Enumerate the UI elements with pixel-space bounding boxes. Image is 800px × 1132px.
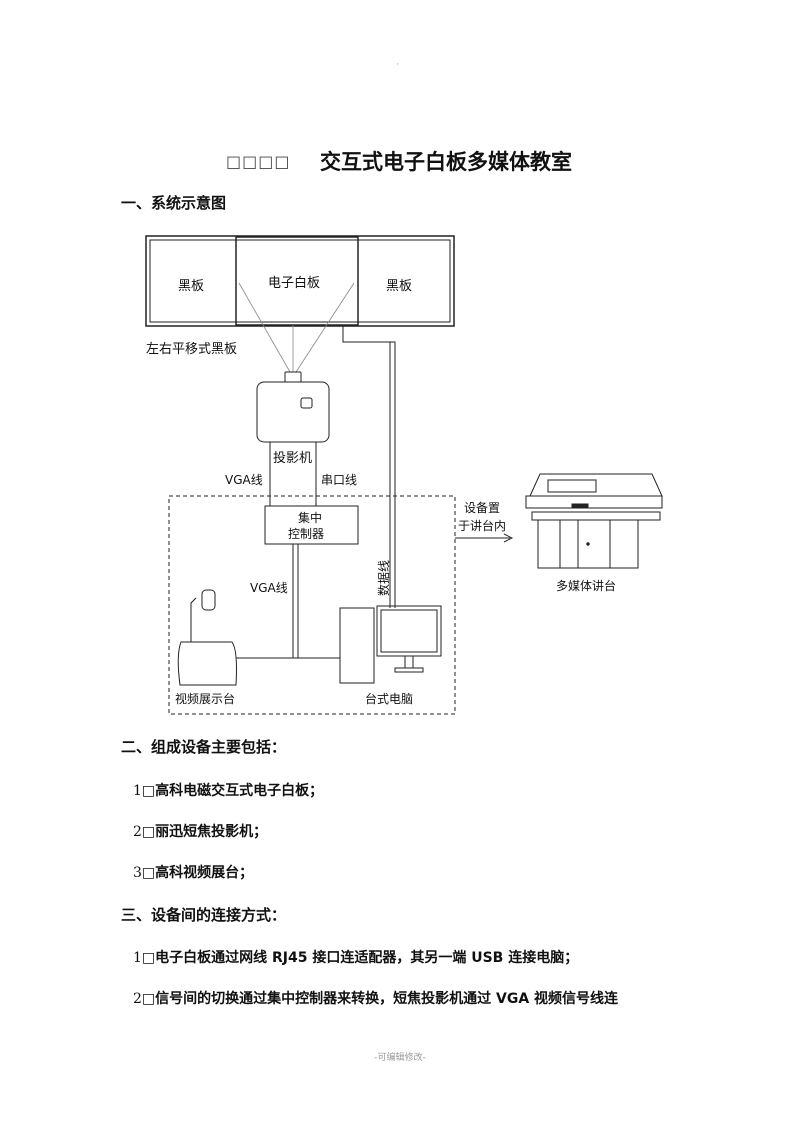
serial-line-label: 串口线 [321,473,357,487]
right-blackboard-label: 黑板 [386,279,412,294]
section1-heading: 一、系统示意图 [121,194,227,212]
list-item: 3□高科视频展台； [133,862,253,882]
placement-label-2: 于讲台内 [458,518,506,533]
podium-body [537,519,639,569]
projector-lens [284,371,302,383]
right-blackboard [357,239,451,323]
list-item: 2□信号间的切换通过集中控制器来转换，短焦投影机通过 VGA 视频信号线连 [133,988,618,1008]
podium-boundary [168,495,456,715]
list-item: 1□电子白板通过网线 RJ45 接口连适配器，其另一端 USB 连接电脑； [133,947,578,967]
section3-heading: 三、设备间的连接方式： [121,906,287,924]
item-text: 高科视频展台； [155,865,254,881]
controller-label-2: 控制器 [288,527,324,541]
page-footer: -可编辑修改- [374,1053,426,1063]
title-prefix: □□□□ [226,152,291,171]
item-number: 1□ [133,783,156,799]
vga-line-label-1: VGA线 [225,473,263,487]
data-line-label: 数据线 [376,560,391,596]
item-number: 1□ [133,950,156,966]
board-frame [145,235,455,327]
left-blackboard-label: 黑板 [178,279,204,294]
placement-label-1: 设备置 [464,501,500,515]
list-item: 2□丽迅短焦投影机； [133,821,267,841]
page-mark: · [396,60,399,70]
page-title: 交互式电子白板多媒体教室 [320,150,572,174]
desktop-label: 台式电脑 [365,691,413,706]
list-item: 1□高科电磁交互式电子白板； [133,780,323,800]
projector-label: 投影机 [273,450,312,466]
section2-heading: 二、组成设备主要包括： [121,738,287,756]
desktop-monitor [376,605,442,657]
item-number: 2□ [133,991,156,1007]
podium-label: 多媒体讲台 [556,578,616,593]
visualizer-base [177,641,237,686]
item-number: 3□ [133,865,156,881]
controller-label-1: 集中 [298,510,322,525]
visualizer-camera [201,589,216,611]
item-text: 信号间的切换通过集中控制器来转换，短焦投影机通过 VGA 视频信号线连 [155,991,619,1007]
system-diagram: 黑板 电子白板 黑板 左右平移式黑板 投影机 VGA线 串口线 集中 控制器 V… [145,235,663,715]
visualizer-label: 视频展示台 [175,691,235,706]
item-text: 高科电磁交互式电子白板； [155,783,324,799]
sliding-board-label: 左右平移式黑板 [146,342,237,357]
item-number: 2□ [133,824,156,840]
projector [256,381,330,443]
desktop-tower [339,607,375,684]
vga-line-label-2: VGA线 [250,581,288,595]
item-text: 电子白板通过网线 RJ45 接口连适配器，其另一端 USB 连接电脑； [155,950,579,966]
whiteboard-label: 电子白板 [268,275,320,291]
title-row: □□□□ 交互式电子白板多媒体教室 [0,146,800,176]
item-text: 丽迅短焦投影机； [155,824,268,840]
central-controller [264,505,359,545]
